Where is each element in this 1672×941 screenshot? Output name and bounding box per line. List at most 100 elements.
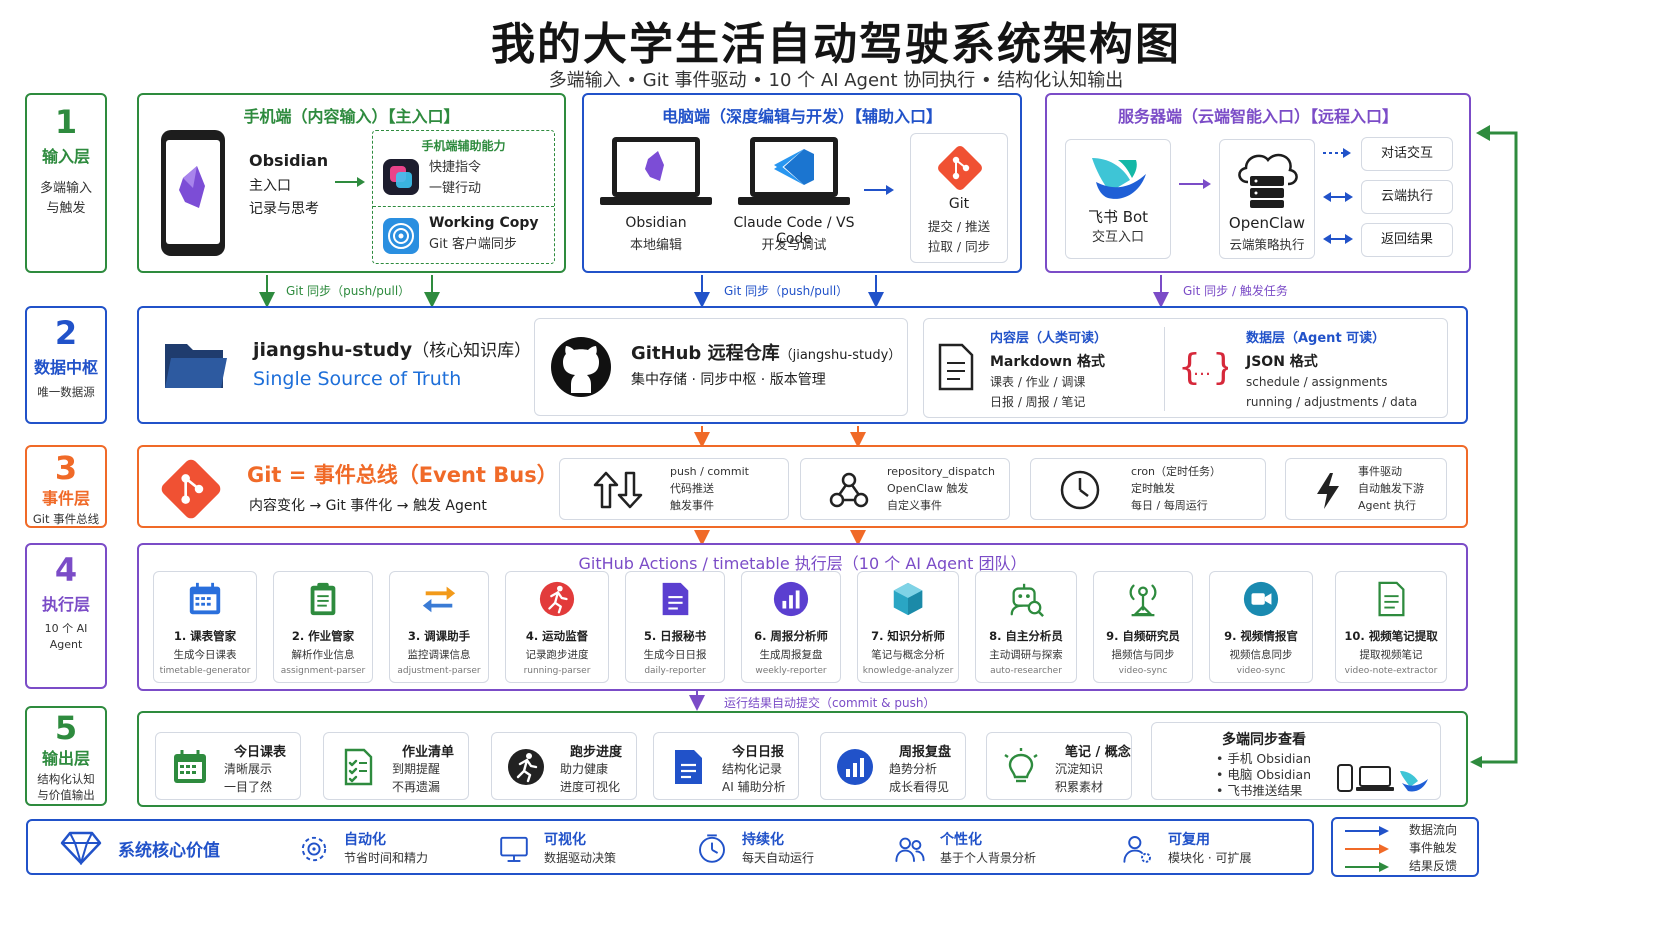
agent-name: 8. 自主分析员 [989, 629, 1063, 643]
data-layer-line2: running / adjustments / data [1246, 395, 1418, 409]
layer-2-desc: 唯一数据源 [37, 385, 95, 399]
agent-desc: 提取视频笔记 [1359, 649, 1423, 661]
working-copy-icon [383, 218, 419, 254]
layer-5-label: 5 输出层 结构化认知 与价值输出 [25, 706, 107, 806]
agent-card: 3. 调课助手 监控调课信息 adjustment-parser [389, 571, 489, 683]
agent-desc: 监控调课信息 [407, 649, 471, 661]
output-line2: 进度可视化 [560, 780, 621, 794]
phone-icon [161, 130, 225, 256]
layer-3-number: 3 [54, 449, 78, 487]
server-panel: 服务器端（云端智能入口）【远程入口】 飞书 Bot 交互入口 OpenClaw … [1045, 93, 1471, 273]
layer-5-number: 5 [54, 709, 78, 747]
layer-1-desc: 多端输入 与触发 [39, 181, 92, 216]
note-icon [1336, 580, 1446, 622]
legend-label-data-flow: 数据流向 [1409, 823, 1458, 837]
layer-2-number: 2 [54, 314, 78, 352]
output-card: 今日日报 结构化记录 AI 辅助分析 [653, 732, 799, 800]
layer-3-name: 事件层 [41, 489, 90, 508]
event-cron-l1: cron（定时任务） [1131, 465, 1222, 478]
agent-card: 4. 运动监督 记录跑步进度 running-parser [505, 571, 609, 683]
mobile-panel: 手机端（内容输入）【主入口】 Obsidian 主入口 记录与思考 手机端辅助能… [137, 93, 566, 273]
svg-text:…: … [1193, 359, 1211, 380]
github-icon [551, 337, 611, 397]
dashed-arrow-icon [1323, 148, 1351, 158]
json-braces-icon: { … } [1178, 347, 1228, 388]
shortcut-line2: 一键行动 [429, 181, 482, 196]
output-card: 今日课表 清晰展示 一目了然 [155, 732, 301, 800]
event-dispatch-l2: OpenClaw 触发 [887, 482, 969, 495]
exec-result-label: 运行结果自动提交（commit & push） [724, 696, 936, 710]
core-value-item: 自动化 节省时间和精力 [298, 827, 488, 871]
agent-name: 9. 自频研究员 [1106, 629, 1180, 643]
exec-title: GitHub Actions / timetable 执行层（10 个 AI A… [578, 554, 1027, 573]
agent-id: daily-reporter [644, 666, 706, 676]
github-name: GitHub 远程仓库（jiangshu-study） [631, 339, 901, 365]
mobile-obsidian-line1: 主入口 [249, 178, 291, 194]
event-driven-l2: 自动触发下游 [1358, 482, 1424, 495]
event-push-l3: 触发事件 [670, 499, 714, 512]
agent-card: 7. 知识分析师 笔记与概念分析 knowledge-analyzer [857, 571, 959, 683]
layer-4-label: 4 执行层 10 个 AI Agent [25, 543, 107, 689]
clock-icon [1060, 470, 1100, 510]
output-title: 跑步进度 [570, 745, 623, 760]
core-values-title: 系统核心价值 [118, 841, 220, 861]
desktop-obsidian-desc: 本地编辑 [629, 238, 682, 253]
layer-4-name: 执行层 [41, 595, 90, 614]
agent-desc: 挹频信与同步 [1111, 649, 1175, 661]
agent-id: video-note-extractor [1344, 666, 1438, 676]
legend-label-feedback: 结果反馈 [1409, 859, 1458, 873]
mobile-aux-title: 手机端辅助能力 [421, 139, 506, 153]
runner-icon [506, 747, 546, 791]
robot-search-icon [976, 580, 1076, 622]
devices-icon [1337, 764, 1428, 792]
agent-card: 6. 周报分析师 生成周报复盘 weekly-reporter [741, 571, 841, 683]
agent-id: timetable-generator [159, 666, 251, 676]
agent-name: 4. 运动监督 [525, 629, 589, 643]
lightning-icon [1317, 473, 1339, 509]
output-card: 跑步进度 助力健康 进度可视化 [491, 732, 637, 800]
laptop-obsidian-icon [600, 137, 712, 205]
diamond-icon [60, 831, 102, 865]
desktop-cc-desc: 开发与调试 [761, 238, 827, 253]
document-icon [668, 747, 708, 791]
output-card: 周报复盘 趋势分析 成长看得见 [820, 732, 966, 800]
double-arrow-icon [1323, 234, 1353, 244]
calendar-icon [170, 747, 210, 791]
event-driven-l3: Agent 执行 [1358, 499, 1417, 512]
output-title: 周报复盘 [899, 745, 952, 760]
video-icon [1210, 580, 1312, 622]
legend-feedback-arrow [1345, 862, 1389, 872]
multi-sync-item-2: • 电脑 Obsidian [1216, 767, 1312, 782]
multi-sync-title: 多端同步查看 [1222, 732, 1306, 748]
mobile-aux-box: 手机端辅助能力 快捷指令 一键行动 Working Copy Git 客户端同步 [372, 130, 555, 264]
agent-desc: 生成周报复盘 [759, 649, 823, 661]
bar-chart-icon [742, 580, 840, 622]
mobile-header: 手机端（内容输入）【主入口】 [243, 107, 460, 126]
data-layer-format: JSON 格式 [1246, 354, 1318, 370]
agent-id: auto-researcher [990, 666, 1062, 676]
event-push-l1: push / commit [670, 465, 749, 478]
users-icon [894, 833, 926, 869]
arrow-right-icon [864, 185, 894, 195]
agent-card: 5. 日报秘书 生成今日日报 daily-reporter [625, 571, 725, 683]
openclaw-card: OpenClaw 云端策略执行 [1219, 139, 1315, 259]
layer-4-number: 4 [54, 551, 78, 589]
arrow-right-icon [1179, 179, 1211, 189]
multi-sync-card: 多端同步查看 • 手机 Obsidian • 电脑 Obsidian • 飞书推… [1151, 722, 1441, 800]
sync-label-mobile: Git 同步（push/pull） [286, 284, 411, 298]
repo-name: jiangshu-study（核心知识库） [253, 336, 531, 361]
openclaw-name: OpenClaw [1228, 214, 1306, 232]
data-layer-line1: schedule / assignments [1246, 375, 1388, 389]
agent-id: video-sync [1236, 666, 1286, 676]
antenna-icon [1094, 580, 1192, 622]
output-line1: 助力健康 [560, 762, 609, 776]
output-line1: 沉淀知识 [1055, 762, 1104, 776]
agent-card: 2. 作业管家 解析作业信息 assignment-parser [273, 571, 373, 683]
exec-panel: GitHub Actions / timetable 执行层（10 个 AI A… [137, 543, 1468, 691]
event-card-driven: 事件驱动 自动触发下游 Agent 执行 [1285, 458, 1447, 520]
repo-suffix: （核心知识库） [412, 341, 532, 361]
clipboard-icon [274, 580, 372, 622]
sync-label-server: Git 同步 / 触发任务 [1183, 284, 1288, 298]
swap-icon [390, 580, 488, 622]
